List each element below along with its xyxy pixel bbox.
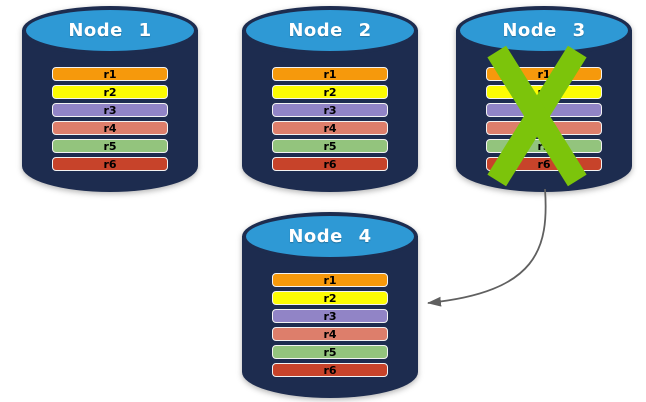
node-title: Node 2 (288, 20, 372, 41)
node-title: Node 4 (288, 226, 372, 247)
node-title: Node 1 (68, 20, 152, 41)
node-4: Node 4 r1 r2 r3 r4 r5 r6 (242, 212, 418, 398)
replica-row: r4 (52, 121, 168, 135)
cylinder-top: Node 2 (242, 6, 418, 55)
replica-row: r1 (52, 67, 168, 81)
failure-x-icon (487, 45, 587, 186)
row-list: r1 r2 r3 r4 r5 r6 (272, 67, 388, 171)
replica-row: r4 (272, 121, 388, 135)
cylinder-top: Node 1 (22, 6, 198, 55)
replica-row: r3 (52, 103, 168, 117)
replica-row: r6 (272, 157, 388, 171)
cylinder-top: Node 3 (456, 6, 632, 55)
cylinder-top: Node 4 (242, 212, 418, 261)
replica-row: r5 (52, 139, 168, 153)
replica-row: r2 (272, 291, 388, 305)
node-1: Node 1 r1 r2 r3 r4 r5 r6 (22, 6, 198, 192)
replica-row: r3 (272, 309, 388, 323)
node-title: Node 3 (502, 20, 586, 41)
replica-row: r6 (272, 363, 388, 377)
row-list: r1 r2 r3 r4 r5 r6 (272, 273, 388, 377)
replica-row: r3 (272, 103, 388, 117)
replica-row: r5 (272, 139, 388, 153)
row-list: r1 r2 r3 r4 r5 r6 (52, 67, 168, 171)
failover-arrow-path (427, 188, 547, 307)
replica-row: r1 (272, 273, 388, 287)
replica-row: r6 (52, 157, 168, 171)
replica-row: r2 (272, 85, 388, 99)
replica-row: r5 (272, 345, 388, 359)
replica-row: r2 (52, 85, 168, 99)
node-2: Node 2 r1 r2 r3 r4 r5 r6 (242, 6, 418, 192)
replica-row: r1 (272, 67, 388, 81)
replica-row: r4 (272, 327, 388, 341)
